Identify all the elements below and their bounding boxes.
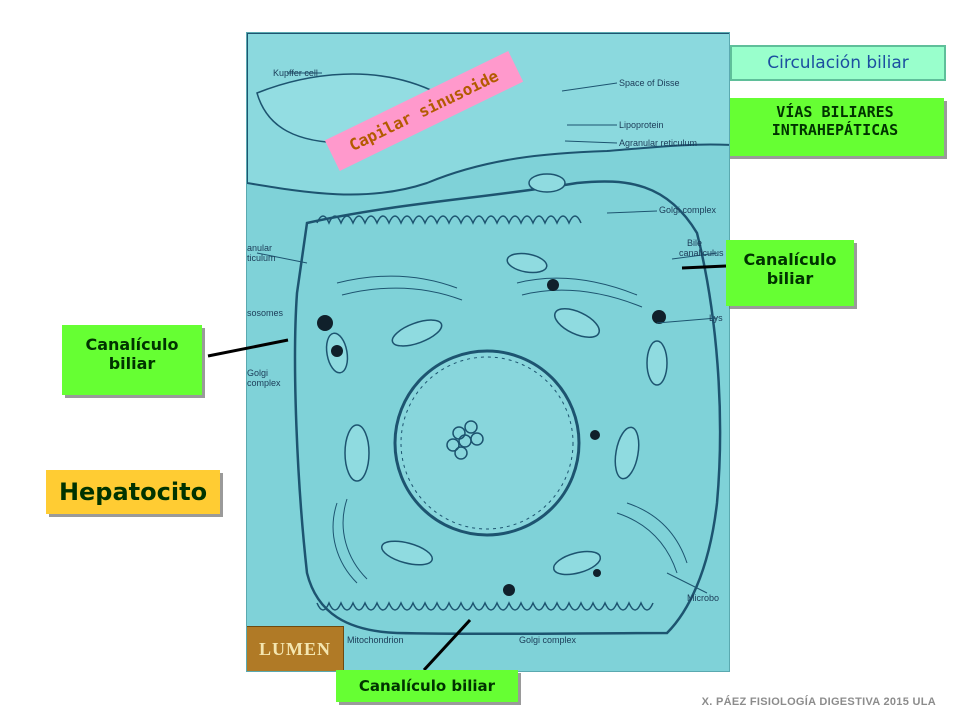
label-golgi-left-1: Golgi bbox=[247, 368, 269, 378]
canaliculo-left-line-2: biliar bbox=[108, 354, 156, 374]
subtitle-line-1: VÍAS BILIARES bbox=[776, 103, 894, 121]
label-granular-2: ticulum bbox=[247, 253, 276, 263]
label-golgi-bottom: Golgi complex bbox=[519, 635, 577, 645]
title-text: Circulación biliar bbox=[767, 53, 909, 73]
footer-credit: X. PÁEZ FISIOLOGÍA DIGESTIVA 2015 ULA bbox=[701, 696, 936, 708]
label-microbo: Microbo bbox=[687, 593, 720, 603]
hepatocito-text: Hepatocito bbox=[58, 478, 208, 506]
label-agranular: Agranular reticulum bbox=[619, 138, 698, 148]
label-disse: Space of Disse bbox=[619, 78, 680, 88]
lumen-logo-text: LUMEN bbox=[259, 638, 331, 659]
label-kupffer: Kupffer cell bbox=[273, 68, 318, 78]
title-box: Circulación biliar bbox=[730, 45, 946, 81]
label-lysosomes: sosomes bbox=[247, 308, 284, 318]
canaliculo-left-label: Canalículo biliar bbox=[62, 325, 202, 395]
label-lipoprotein: Lipoprotein bbox=[619, 120, 664, 130]
subtitle-box: VÍAS BILIARES INTRAHEPÁTICAS bbox=[726, 98, 944, 156]
subtitle-line-2: INTRAHEPÁTICAS bbox=[771, 121, 899, 139]
hepatocito-label: Hepatocito bbox=[46, 470, 220, 514]
canaliculo-left-line-1: Canalículo bbox=[85, 335, 179, 354]
canaliculo-bottom-text: Canalículo biliar bbox=[358, 677, 496, 695]
label-canaliculus: canaliculus bbox=[679, 248, 724, 258]
label-lys-right: Lys bbox=[709, 313, 723, 323]
label-bile: Bile bbox=[687, 238, 703, 248]
canaliculo-right-line-2: biliar bbox=[766, 269, 814, 289]
label-golgi-right: Golgi complex bbox=[659, 205, 717, 215]
label-mitochondrion: Mitochondrion bbox=[347, 635, 404, 645]
label-golgi-left-2: complex bbox=[247, 378, 281, 388]
lumen-logo: LUMEN bbox=[247, 626, 344, 671]
label-granular-1: anular bbox=[247, 243, 273, 253]
canaliculo-right-line-1: Canalículo bbox=[743, 250, 837, 269]
micrograph-drawing bbox=[247, 33, 729, 636]
canaliculo-right-label: Canalículo biliar bbox=[726, 240, 854, 306]
canaliculo-bottom-label: Canalículo biliar bbox=[336, 670, 518, 702]
